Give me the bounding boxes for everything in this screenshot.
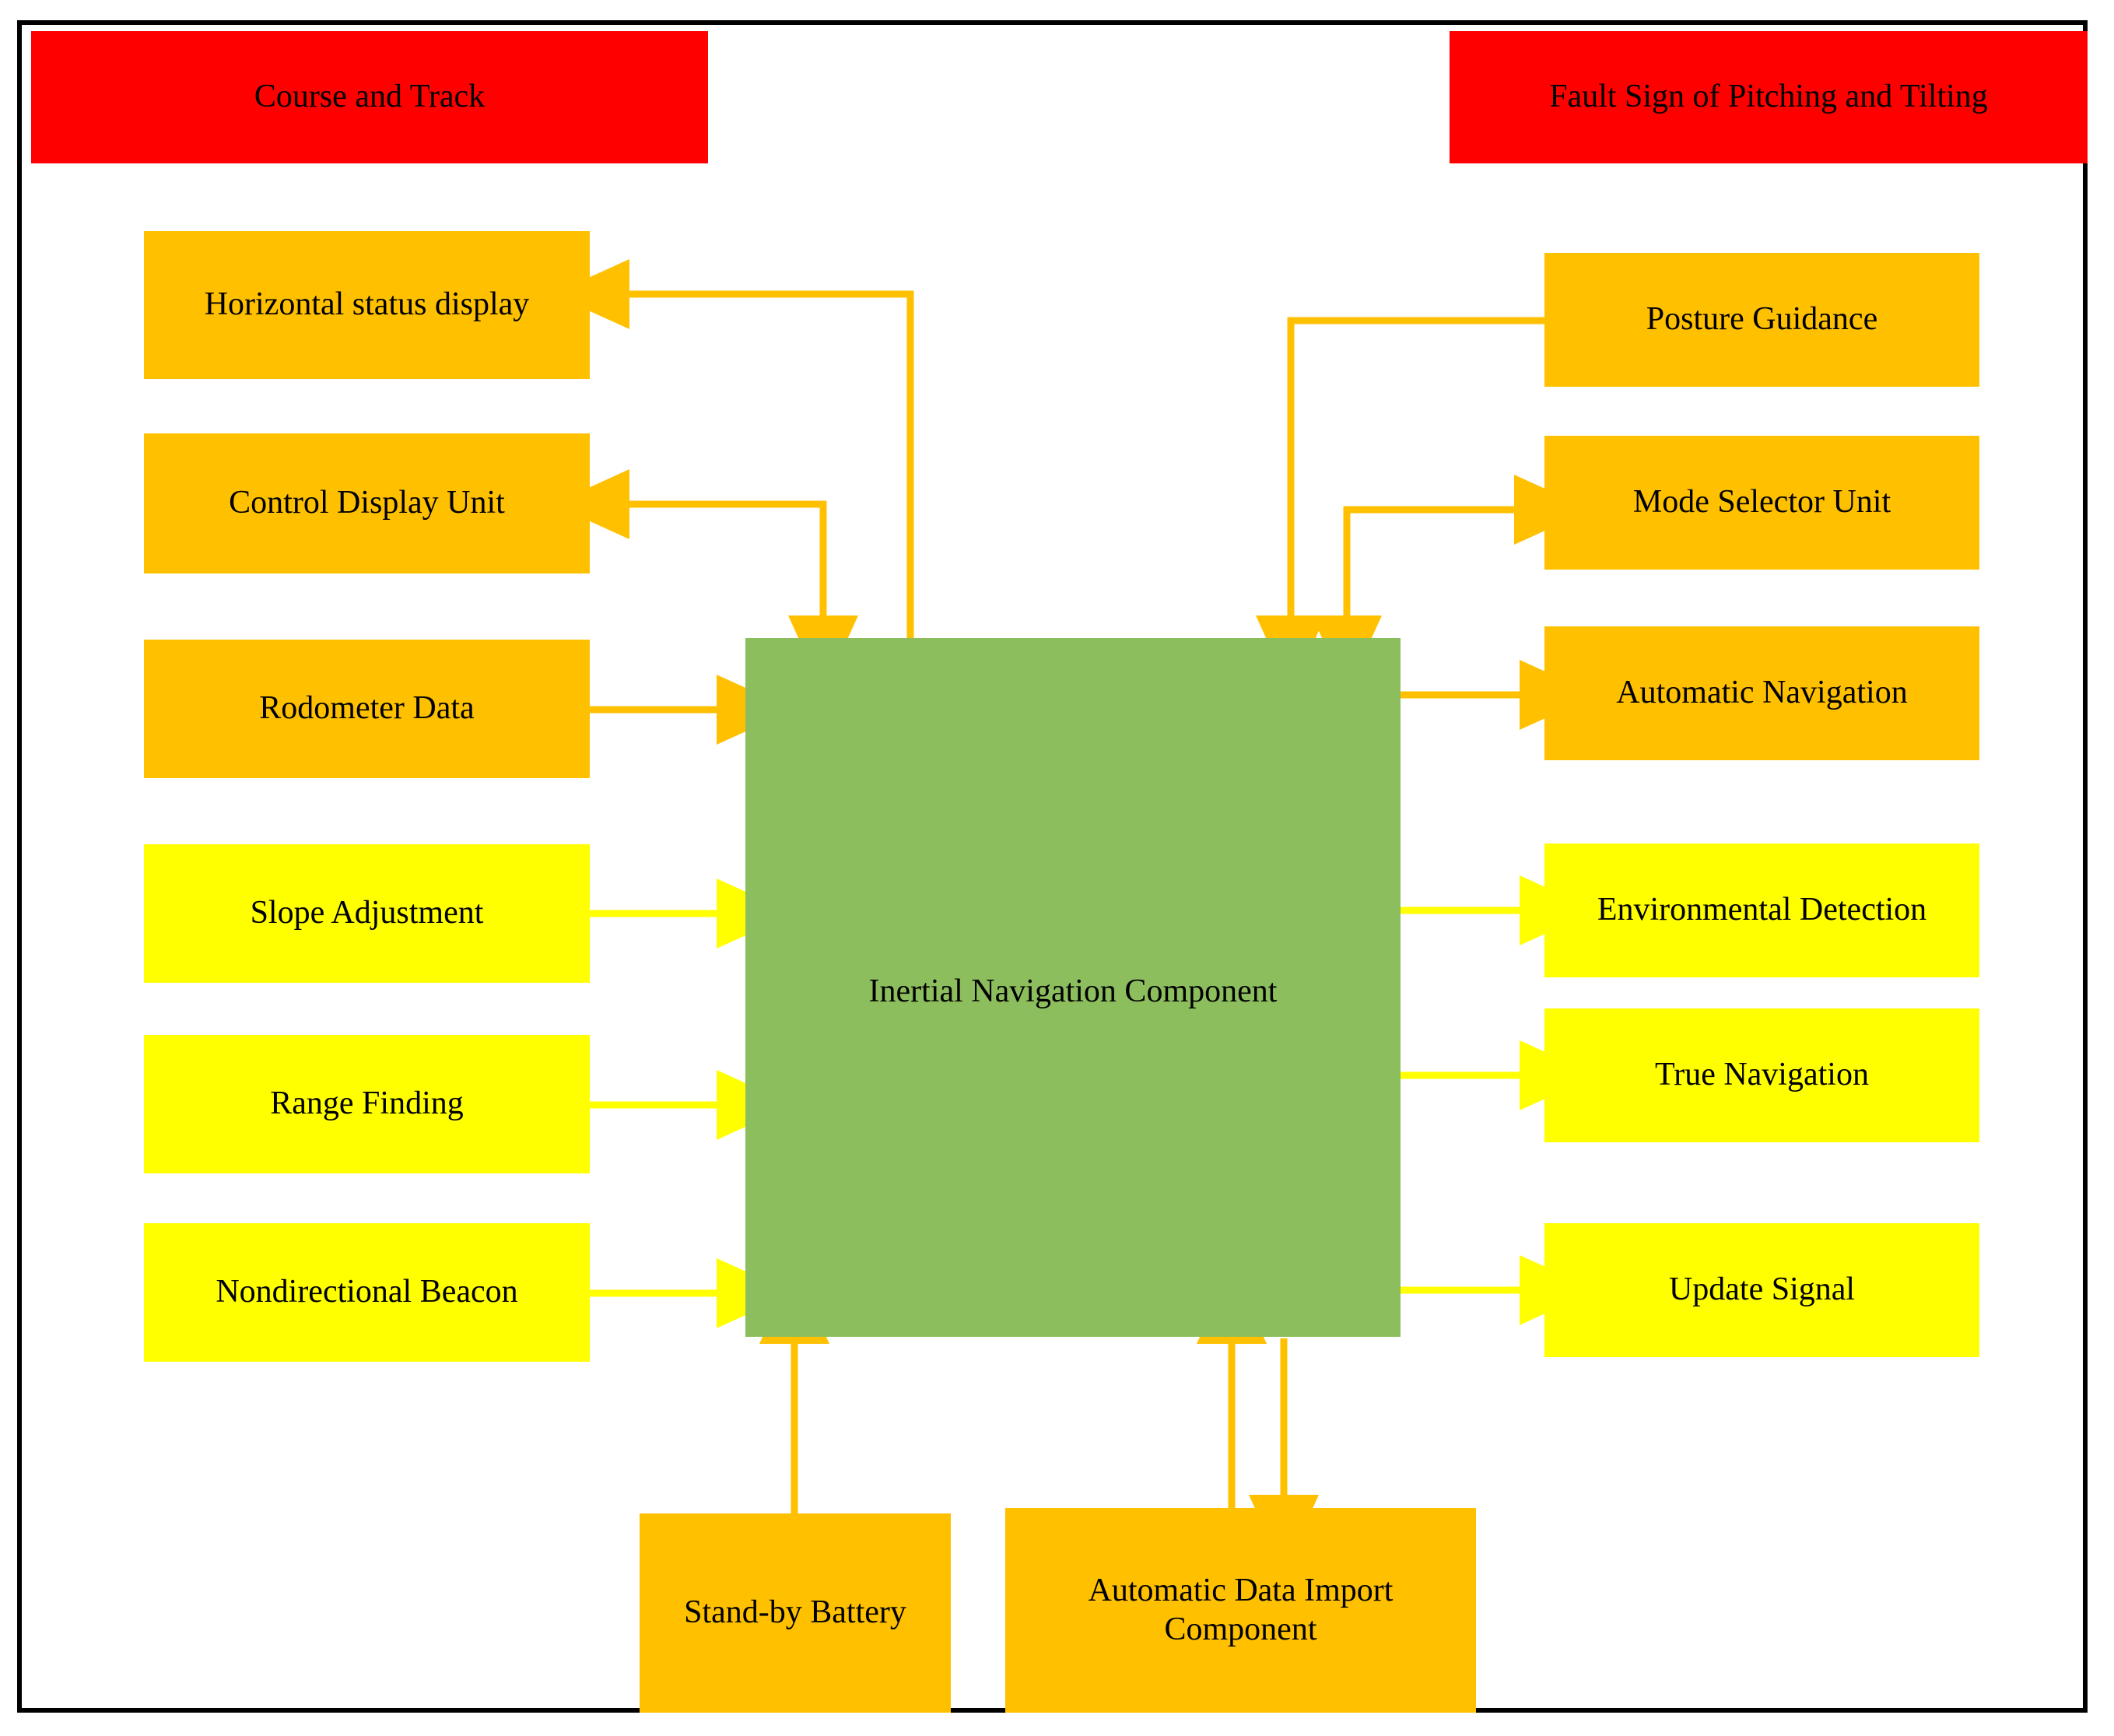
node-true-navigation[interactable]: True Navigation	[1544, 1008, 1979, 1142]
node-inertial-navigation-component[interactable]: Inertial Navigation Component	[745, 638, 1401, 1337]
node-stand-by-battery[interactable]: Stand-by Battery	[640, 1513, 951, 1713]
node-label: Horizontal status display	[204, 286, 530, 323]
header-course-and-track: Course and Track	[31, 31, 708, 163]
node-nondirectional-beacon[interactable]: Nondirectional Beacon	[144, 1223, 590, 1362]
node-label: Slope Adjustment	[250, 895, 484, 931]
node-label: Automatic Data Import Component	[1088, 1572, 1394, 1647]
node-label: Rodometer Data	[259, 690, 475, 727]
node-mode-selector-unit[interactable]: Mode Selector Unit	[1544, 436, 1979, 570]
node-label: Automatic Navigation	[1616, 675, 1908, 711]
center-node-label: Inertial Navigation Component	[868, 973, 1278, 1009]
node-posture-guidance[interactable]: Posture Guidance	[1544, 253, 1979, 387]
header-right-label: Fault Sign of Pitching and Tilting	[1549, 79, 1988, 115]
node-control-display-unit[interactable]: Control Display Unit	[144, 433, 590, 573]
node-label: Control Display Unit	[229, 485, 505, 521]
node-slope-adjustment[interactable]: Slope Adjustment	[144, 844, 590, 983]
node-label: Stand-by Battery	[684, 1594, 906, 1631]
node-label: Update Signal	[1668, 1271, 1856, 1308]
node-label: Environmental Detection	[1597, 892, 1927, 928]
node-label: Mode Selector Unit	[1632, 484, 1891, 521]
node-label: Posture Guidance	[1646, 301, 1878, 338]
node-update-signal[interactable]: Update Signal	[1544, 1223, 1979, 1357]
node-automatic-data-import-component[interactable]: Automatic Data Import Component	[1005, 1508, 1476, 1713]
header-fault-sign: Fault Sign of Pitching and Tilting	[1450, 31, 2088, 163]
node-range-finding[interactable]: Range Finding	[144, 1035, 590, 1173]
node-label: Nondirectional Beacon	[216, 1274, 518, 1310]
node-label: True Navigation	[1655, 1057, 1869, 1093]
header-left-label: Course and Track	[254, 79, 486, 115]
node-horizontal-status-display[interactable]: Horizontal status display	[144, 231, 590, 379]
node-automatic-navigation[interactable]: Automatic Navigation	[1544, 626, 1979, 760]
node-rodometer-data[interactable]: Rodometer Data	[144, 640, 590, 778]
node-environmental-detection[interactable]: Environmental Detection	[1544, 843, 1979, 977]
node-label: Range Finding	[270, 1085, 464, 1122]
